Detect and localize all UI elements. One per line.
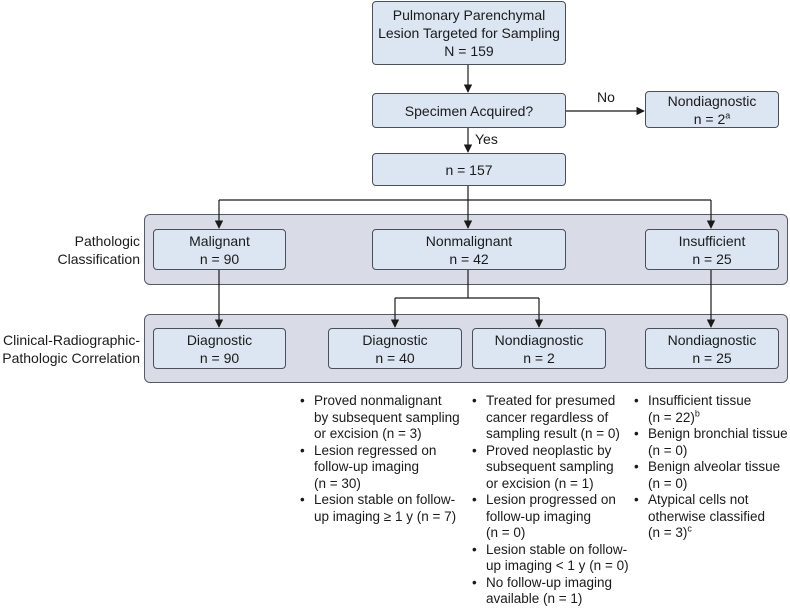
note-line: otherwise classified [648, 508, 766, 524]
note-item: Treated for presumed cancer regardless o… [472, 393, 629, 443]
note-line: Benign bronchial tissue [648, 426, 788, 441]
start-node: Pulmonary Parenchymal Lesion Targeted fo… [372, 1, 566, 65]
note-line: Lesion stable on follow- [486, 541, 628, 557]
note-line: No follow-up imaging [486, 574, 613, 590]
correlation-label-line-2: Pathologic Correlation [2, 350, 140, 366]
nondiagnostic-unacquired-count: n = 2a [694, 110, 731, 128]
note-line: follow-up imaging [314, 459, 420, 474]
note-item: Proved nonmalignant by subsequent sampli… [300, 393, 460, 443]
note-item: Lesion regressed on follow-up imaging (n… [300, 443, 460, 493]
note-item: No follow-up imaging available (n = 1) [472, 575, 629, 608]
acquired-count: n = 157 [445, 161, 493, 178]
nondiagnostic-insufficient-count: n = 25 [692, 349, 732, 366]
note-line: by subsequent sampling [314, 409, 460, 425]
insufficient-count: n = 25 [692, 250, 732, 267]
pathologic-label-line-2: Classification [57, 251, 140, 267]
note-item: Lesion stable on follow- up imaging ≥ 1 … [300, 492, 460, 525]
note-line: Benign alveolar tissue [648, 459, 781, 474]
note-line: Lesion stable on follow- [314, 492, 456, 507]
diagnostic-malignant-node: Diagnostic n = 90 [153, 328, 286, 369]
note-line: Proved nonmalignant [314, 393, 442, 408]
note-item: Atypical cells not otherwise classified … [634, 492, 788, 542]
note-line-text: (n = 3) [648, 525, 688, 540]
footnote-b-marker: b [694, 408, 700, 418]
note-item: Benign bronchial tissue (n = 0) [634, 426, 788, 459]
note-line: up imaging < 1 y (n = 0) [486, 558, 629, 573]
diagnostic-nonmalignant-notes: Proved nonmalignant by subsequent sampli… [300, 393, 460, 525]
note-line: (n = 0) [648, 475, 688, 491]
note-item: Insufficient tissue (n = 22)b [634, 393, 788, 426]
note-item: Lesion progressed on follow-up imaging (… [472, 492, 629, 542]
nondiagnostic-nonmalignant-notes: Treated for presumed cancer regardless o… [472, 393, 629, 608]
footnote-c-marker: c [687, 523, 692, 534]
nondiagnostic-insufficient-notes: Insufficient tissue (n = 22)b Benign bro… [634, 393, 788, 542]
nonmalignant-count: n = 42 [449, 250, 489, 267]
specimen-acquired-label: Specimen Acquired? [404, 102, 534, 119]
note-line: subsequent sampling [486, 459, 614, 474]
note-line: cancer regardless of [486, 409, 609, 425]
pathologic-label-line-1: Pathologic [74, 233, 140, 249]
start-line-1: Pulmonary Parenchymal [392, 7, 546, 23]
note-line: follow-up imaging [486, 508, 592, 524]
diagnostic-nonmalignant-count: n = 40 [375, 349, 415, 366]
start-line-2: Lesion Targeted for Sampling [378, 25, 560, 41]
note-line: or excision (n = 1) [486, 475, 594, 491]
yes-edge-label: Yes [475, 131, 498, 147]
note-line: Insufficient tissue [648, 393, 752, 408]
note-line-text: (n = 22) [648, 409, 695, 425]
malignant-node: Malignant n = 90 [153, 229, 286, 270]
diagnostic-nonmalignant-title: Diagnostic [362, 331, 428, 348]
nondiagnostic-unacquired-title: Nondiagnostic [667, 92, 757, 109]
malignant-title: Malignant [189, 232, 250, 249]
note-line: up imaging ≥ 1 y (n = 7) [314, 508, 457, 524]
note-line: sampling result (n = 0) [486, 426, 620, 441]
note-line: (n = 3)c [648, 523, 788, 542]
footnote-a-marker: a [725, 109, 731, 120]
nondiagnostic-nonmalignant-title: Nondiagnostic [494, 331, 584, 348]
note-line: (n = 0) [648, 442, 688, 458]
acquired-node: n = 157 [372, 153, 566, 186]
diagnostic-malignant-count: n = 90 [199, 349, 240, 366]
note-line: Lesion regressed on [314, 442, 437, 458]
correlation-label-line-1: Clinical-Radiographic- [3, 332, 140, 348]
specimen-acquired-node: Specimen Acquired? [372, 93, 566, 128]
nondiagnostic-insufficient-node: Nondiagnostic n = 25 [645, 328, 779, 369]
note-item: Lesion stable on follow- up imaging < 1 … [472, 542, 629, 575]
correlation-label: Clinical-Radiographic- Pathologic Correl… [2, 331, 140, 367]
insufficient-node: Insufficient n = 25 [645, 229, 779, 270]
note-line: Proved neoplastic by [486, 442, 612, 458]
note-item: Proved neoplastic by subsequent sampling… [472, 443, 629, 493]
note-line: (n = 22)b [648, 408, 788, 427]
insufficient-title: Insufficient [678, 232, 746, 249]
note-item: Benign alveolar tissue (n = 0) [634, 459, 788, 492]
nondiagnostic-nonmalignant-count: n = 2 [523, 349, 555, 366]
nondiagnostic-unacquired-node: Nondiagnostic n = 2a [645, 91, 779, 128]
nondiagnostic-nonmalignant-node: Nondiagnostic n = 2 [472, 328, 606, 369]
note-line: (n = 0) [486, 525, 526, 540]
diagnostic-nonmalignant-node: Diagnostic n = 40 [328, 328, 462, 369]
pathologic-classification-label: Pathologic Classification [58, 232, 140, 268]
note-line: Atypical cells not [648, 492, 749, 507]
note-line: (n = 30) [314, 475, 361, 491]
note-line: Lesion progressed on [486, 492, 616, 507]
nonmalignant-node: Nonmalignant n = 42 [372, 229, 566, 270]
note-line: Treated for presumed [486, 393, 616, 408]
note-line: or excision (n = 3) [314, 426, 422, 441]
note-line: available (n = 1) [486, 591, 583, 606]
nonmalignant-title: Nonmalignant [425, 232, 513, 249]
no-edge-label: No [597, 89, 615, 105]
nondiagnostic-unacquired-count-text: n = 2 [693, 110, 726, 127]
malignant-count: n = 90 [199, 250, 240, 267]
start-line-3: N = 159 [444, 43, 494, 59]
nondiagnostic-insufficient-title: Nondiagnostic [667, 331, 757, 348]
diagnostic-malignant-title: Diagnostic [186, 331, 253, 348]
